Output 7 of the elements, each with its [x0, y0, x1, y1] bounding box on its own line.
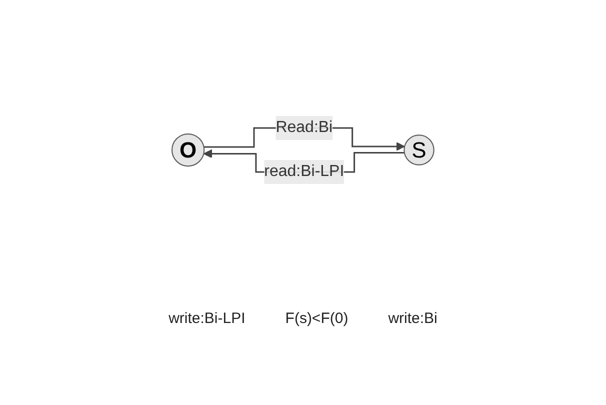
edge-label: Read:Bi: [276, 119, 333, 136]
node-circle: S: [404, 134, 434, 166]
note-text: write:Bi: [388, 310, 438, 327]
note-text: F(s)<F(0): [285, 310, 348, 327]
edge-label: read:Bi-LPI: [264, 163, 344, 180]
note-text: write:Bi-LPI: [168, 310, 246, 327]
node-circle: O: [172, 133, 205, 167]
